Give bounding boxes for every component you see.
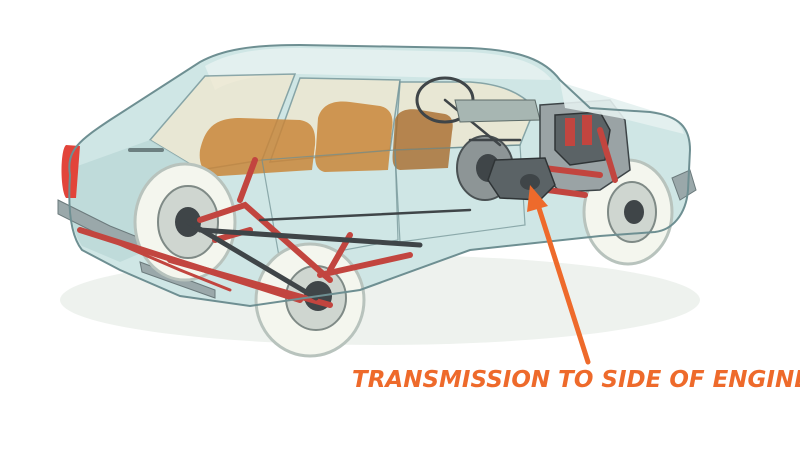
rear-axle [185,208,472,301]
front-seat [315,101,393,172]
rear-seat [199,118,316,176]
transmission [487,157,556,201]
body-outline [68,43,692,308]
trunk-badge [128,148,164,152]
hood [560,82,684,134]
tail-light [61,145,80,198]
callout-arrow [527,185,591,365]
roof-panel [205,48,552,90]
rear-suspension [77,157,413,308]
dashboard [454,99,541,123]
front-seat-2 [392,109,453,170]
callout-label: TRANSMISSION TO SIDE OF ENGINE [352,367,800,393]
front-bumper [671,169,697,201]
